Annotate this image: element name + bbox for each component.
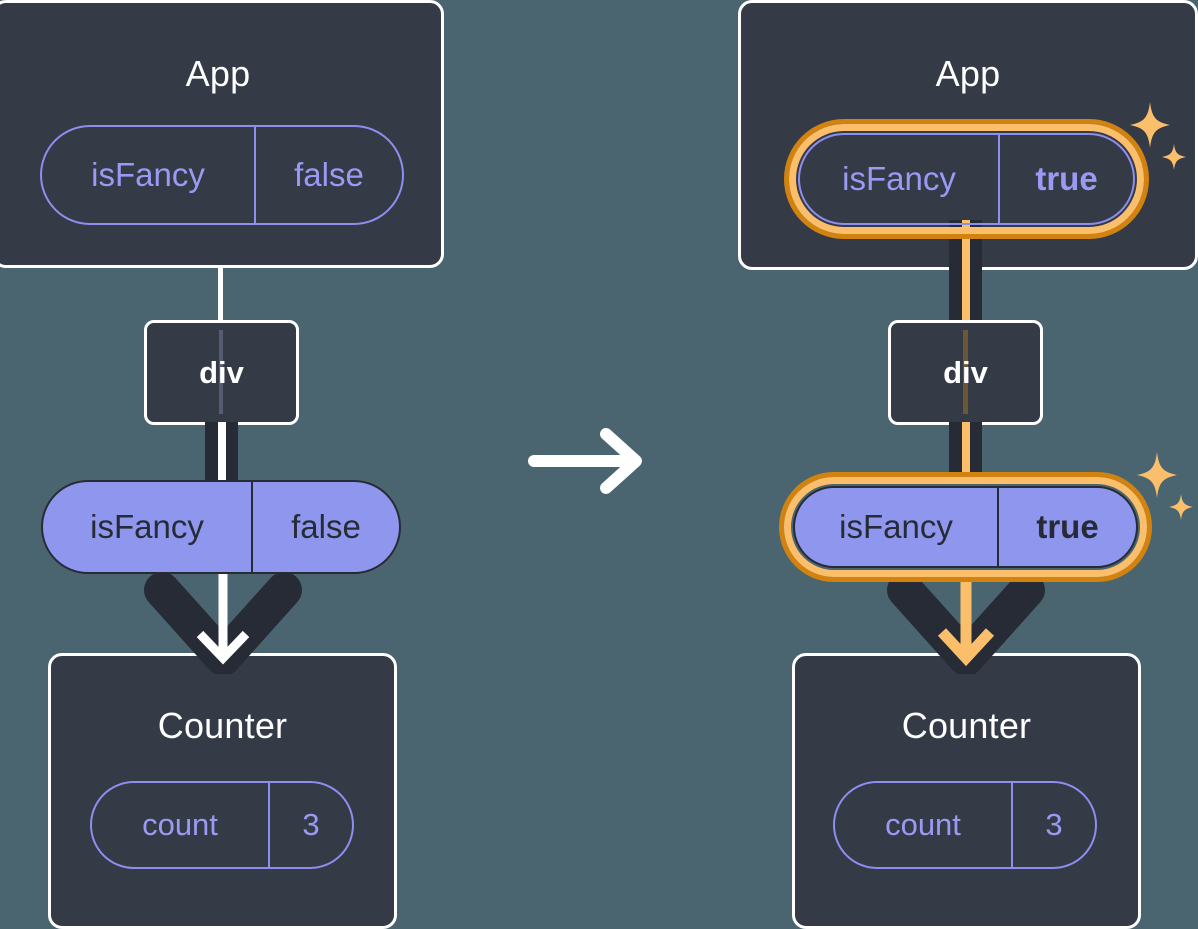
counter-state-pill-key-before: count bbox=[142, 807, 218, 842]
div-label-after: div bbox=[943, 354, 988, 390]
div-label-before: div bbox=[199, 354, 244, 390]
connector-div-to-prop-before bbox=[205, 422, 238, 484]
app-state-pill-value-before: false bbox=[254, 127, 402, 223]
app-state-pill-key-before: isFancy bbox=[91, 156, 205, 193]
flow-arrow-down-after bbox=[883, 570, 1049, 674]
connector-app-to-div-after bbox=[949, 220, 982, 320]
app-state-pill-before: isFancy false bbox=[40, 125, 404, 225]
sparkle-icon-app-after bbox=[1128, 98, 1190, 180]
connector-through-div-after bbox=[963, 330, 968, 414]
counter-state-pill-value-before: 3 bbox=[268, 783, 352, 867]
counter-state-pill-after: count 3 bbox=[833, 781, 1097, 869]
app-state-pill-key-after: isFancy bbox=[842, 160, 956, 197]
highlight-ring-app-pill-after bbox=[789, 124, 1144, 234]
prop-pill-key-after: isFancy bbox=[839, 508, 953, 545]
counter-title-after: Counter bbox=[901, 705, 1032, 746]
app-title-after: App bbox=[935, 53, 1001, 94]
transition-arrow-right bbox=[528, 425, 650, 497]
prop-pill-after: isFancy true bbox=[793, 486, 1138, 568]
highlight-ring-prop-pill-after bbox=[784, 477, 1147, 577]
app-state-pill-after: isFancy true bbox=[798, 133, 1135, 225]
counter-title-before: Counter bbox=[157, 705, 288, 746]
connector-div-to-prop-after bbox=[949, 422, 982, 484]
connector-core-after bbox=[961, 422, 970, 484]
prop-pill-before: isFancy false bbox=[41, 480, 401, 574]
app-state-pill-value-after: true bbox=[998, 135, 1133, 223]
prop-pill-key-before: isFancy bbox=[90, 508, 204, 545]
connector-core-app-after bbox=[961, 220, 970, 320]
counter-state-pill-key-after: count bbox=[885, 807, 961, 842]
counter-state-pill-value-after: 3 bbox=[1011, 783, 1095, 867]
flow-arrow-down-before bbox=[140, 570, 306, 674]
connector-core-before bbox=[217, 422, 226, 484]
connector-app-to-div-before bbox=[218, 258, 223, 320]
prop-pill-value-after: true bbox=[997, 488, 1136, 566]
app-title-before: App bbox=[185, 53, 251, 94]
counter-state-pill-before: count 3 bbox=[90, 781, 354, 869]
prop-pill-value-before: false bbox=[251, 482, 399, 572]
connector-through-div-before bbox=[219, 330, 223, 414]
sparkle-icon-prop-after bbox=[1135, 448, 1197, 530]
